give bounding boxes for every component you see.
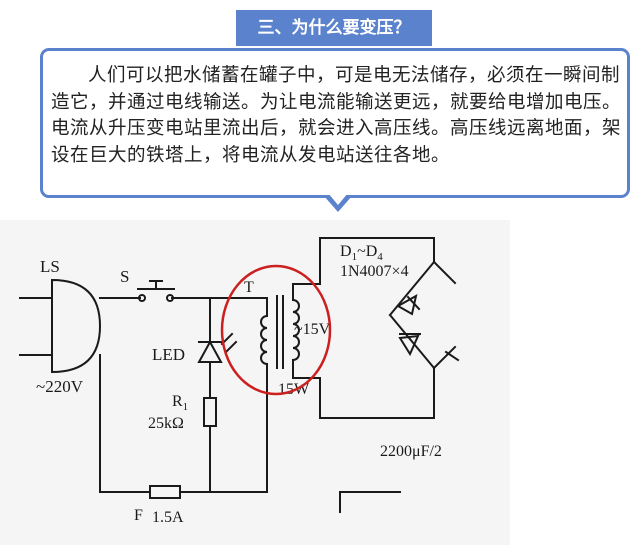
callout-text: 人们可以把水储蓄在罐子中，可是电无法储存，必须在一瞬间制造它，并通过电线输送。为… (51, 65, 622, 166)
section-title: 三、为什么要变压？ (236, 10, 432, 46)
secondary-coil (291, 298, 300, 362)
fuse (149, 485, 181, 499)
transformer-label: T (244, 279, 254, 296)
voltage-label: ~220V (36, 377, 84, 396)
secondary-voltage-label: ~15V (294, 321, 331, 338)
plug-label: LS (40, 257, 60, 276)
diode-label: D1~D4 (340, 243, 383, 263)
resistor-value: 25kΩ (148, 415, 184, 432)
led-label: LED (152, 345, 185, 364)
switch-label: S (120, 267, 129, 286)
fuse-value: 1.5A (152, 509, 184, 526)
resistor-r1 (203, 397, 217, 427)
primary-coil (260, 314, 269, 366)
callout-pointer (324, 193, 352, 212)
led-triangle (197, 339, 223, 363)
bridge-rectifier (388, 260, 460, 370)
capacitor-label: 2200μF/2 (380, 443, 442, 460)
transformer-highlight-ellipse (220, 264, 332, 396)
resistor-label: R1 (172, 393, 188, 413)
plug-body (51, 278, 102, 374)
explanation-callout: 人们可以把水储蓄在罐子中，可是电无法储存，必须在一瞬间制造它，并通过电线输送。为… (40, 48, 630, 198)
push-switch (131, 280, 175, 302)
diode-part-label: 1N4007×4 (340, 263, 409, 280)
fuse-label: F (134, 507, 143, 524)
